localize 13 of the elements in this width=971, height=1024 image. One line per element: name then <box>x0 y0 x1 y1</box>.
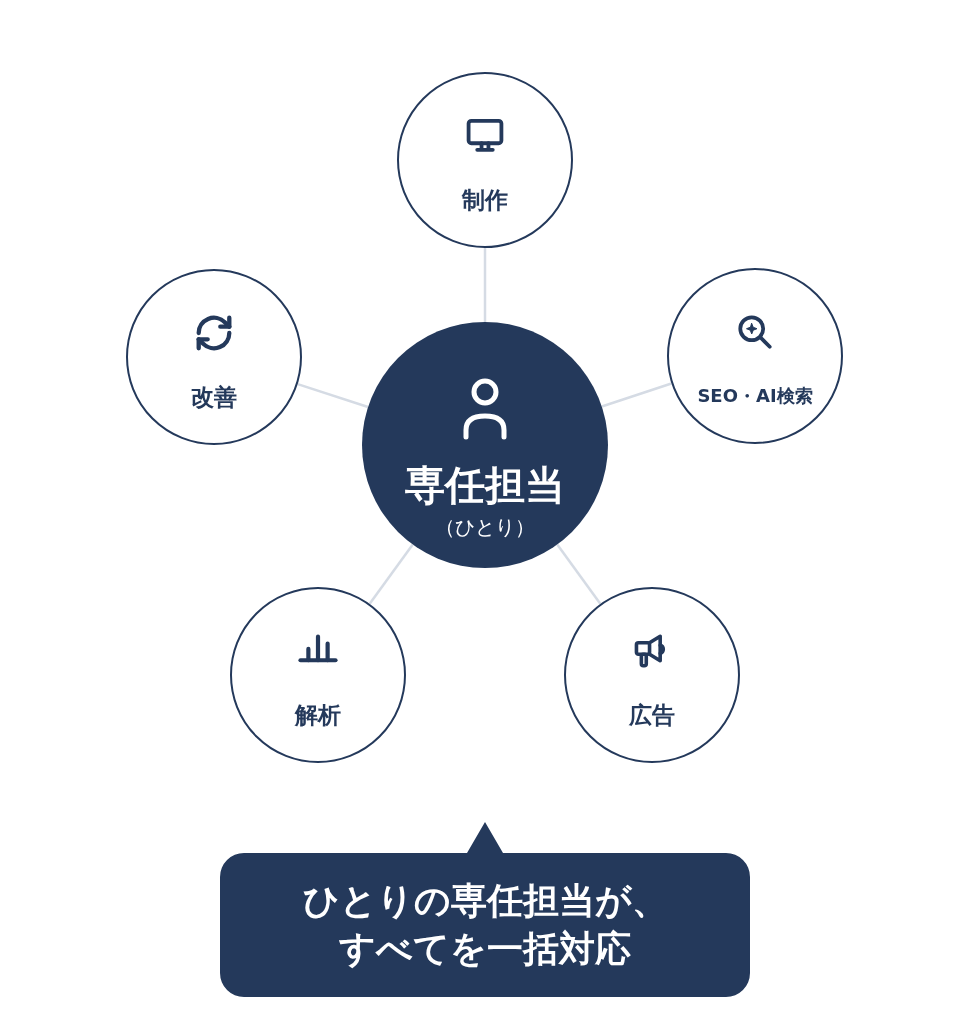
service-label: 制作 <box>462 186 508 214</box>
connector-line <box>601 382 672 408</box>
service-label: 改善 <box>191 383 237 411</box>
service-label: 広告 <box>629 701 675 729</box>
connector-line <box>483 248 487 322</box>
service-label: 解析 <box>295 701 341 729</box>
role-title: 専任担当 <box>405 462 565 508</box>
service-label: SEO・AI検索 <box>697 384 813 408</box>
role-subtitle: （ひとり） <box>435 514 535 541</box>
callout-text: ひとりの専任担当が、すべてを一括対応 <box>301 879 669 971</box>
connector-line <box>368 543 414 605</box>
connector-line <box>297 383 369 409</box>
connector-line <box>556 543 602 605</box>
